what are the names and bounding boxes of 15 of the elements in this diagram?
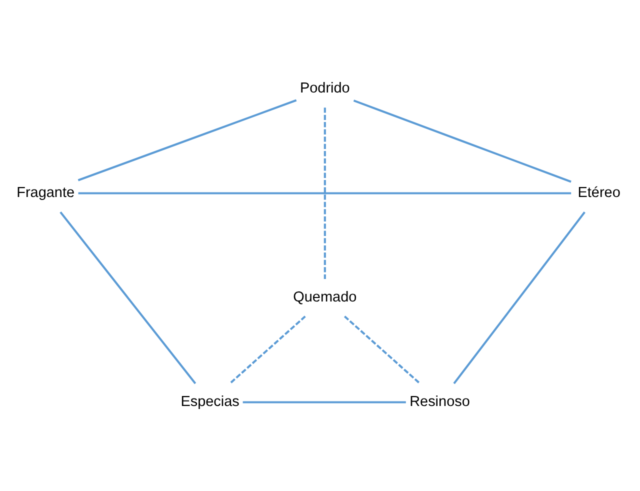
node-text: Fragante — [16, 185, 75, 202]
connector — [78, 192, 572, 194]
connector — [353, 100, 572, 183]
node-text: Especias — [180, 394, 240, 410]
connector — [60, 212, 196, 384]
connector — [78, 99, 297, 182]
node-text: Podrido — [300, 80, 350, 97]
node-text: Resinoso — [410, 394, 470, 410]
node-text: Quemado — [293, 290, 357, 306]
connector — [324, 108, 326, 280]
connector — [344, 316, 421, 384]
node-text: Etéreo — [578, 185, 620, 202]
connector — [242, 401, 406, 404]
connector — [229, 316, 306, 384]
connector — [453, 212, 586, 384]
